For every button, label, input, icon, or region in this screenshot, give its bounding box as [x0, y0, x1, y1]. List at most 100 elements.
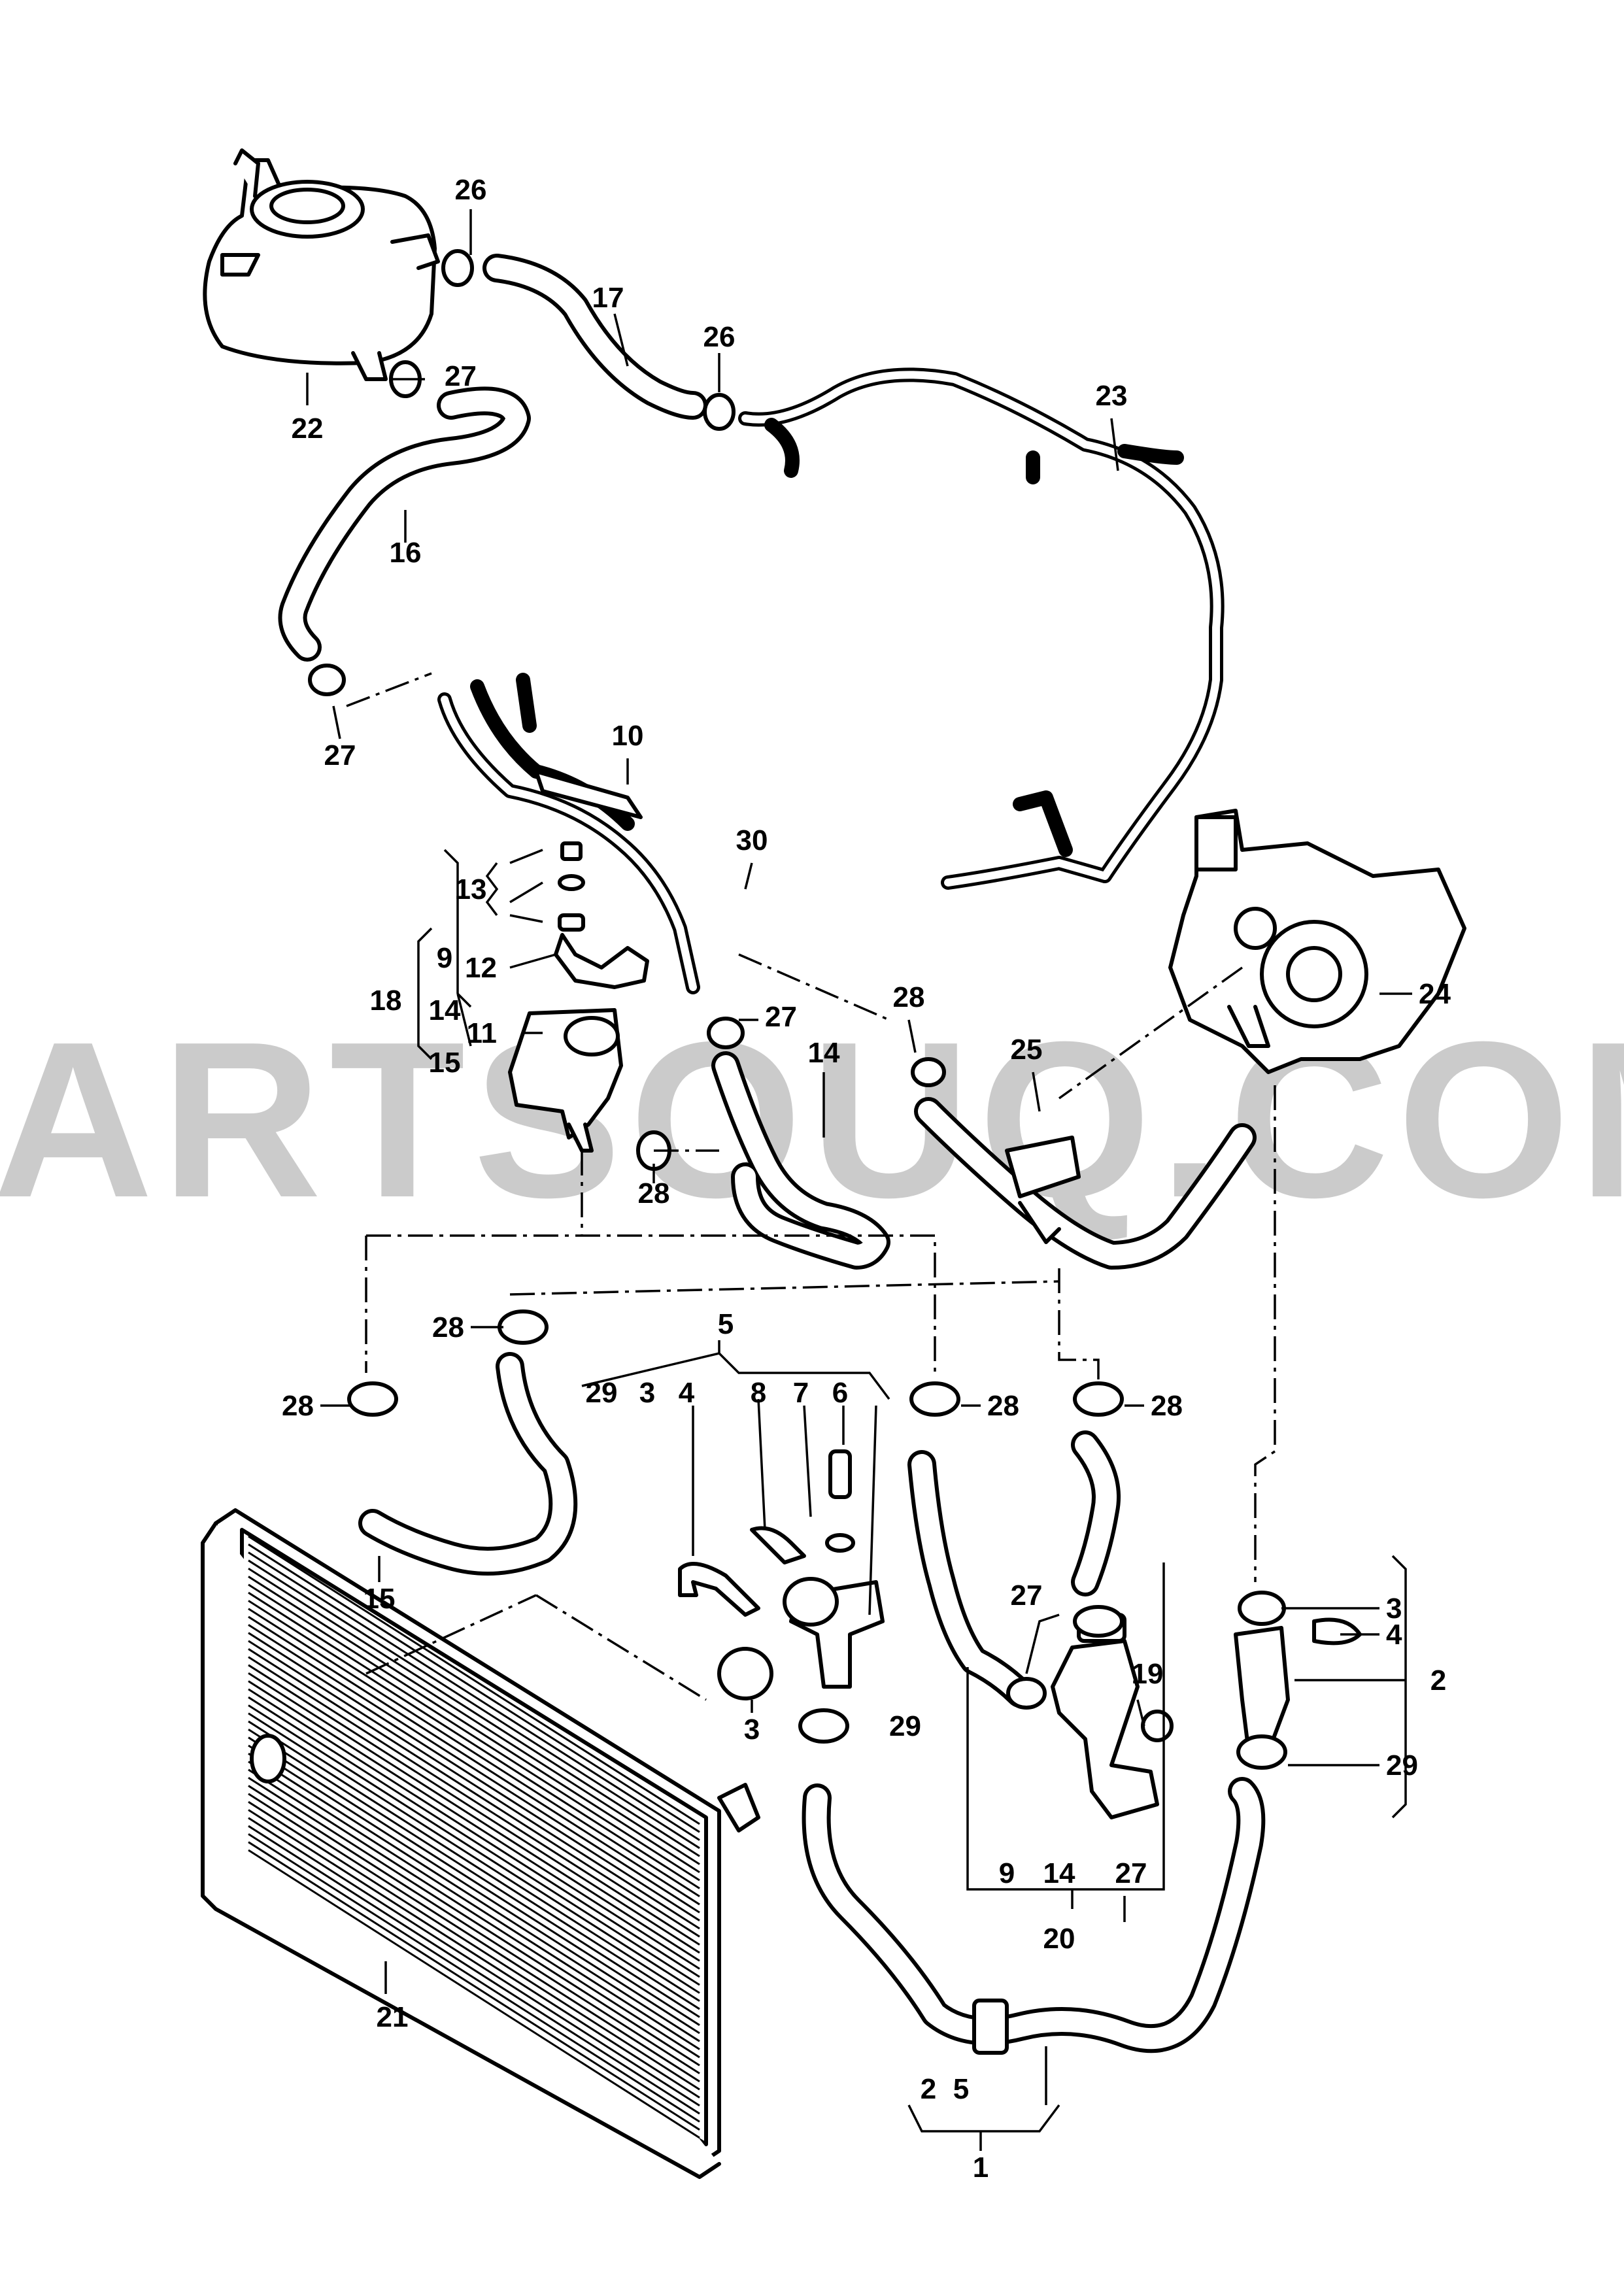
label-5[interactable]: 5 — [718, 1308, 734, 1340]
label-30[interactable]: 30 — [736, 824, 768, 856]
radiator-fin — [248, 1535, 700, 1825]
label-3[interactable]: 3 — [744, 1714, 760, 1746]
radiator-fin — [248, 1793, 700, 2083]
label-15[interactable]: 15 — [429, 1047, 461, 1079]
hose-9-14[interactable] — [907, 1450, 1034, 1708]
label-2[interactable]: 2 — [1430, 1664, 1446, 1697]
label-2[interactable]: 2 — [921, 2073, 936, 2105]
radiator-fin — [248, 1544, 700, 1833]
label-26[interactable]: 26 — [703, 321, 736, 353]
label-3[interactable]: 3 — [1386, 1593, 1402, 1625]
radiator-fin — [248, 1551, 700, 1841]
coolant-flange-24[interactable] — [1168, 809, 1466, 1074]
radiator-21[interactable] — [201, 1508, 760, 2179]
label-27[interactable]: 27 — [765, 1001, 797, 1033]
t-piece-connector[interactable] — [678, 1449, 885, 1700]
radiator-fin — [248, 1656, 700, 1946]
radiator-fin — [248, 1583, 700, 1874]
label-25[interactable]: 25 — [1011, 1034, 1043, 1066]
radiator-fin — [248, 1624, 700, 1914]
radiator-fin — [248, 1672, 700, 1962]
radiator-fin — [248, 1825, 700, 2115]
label-4[interactable]: 4 — [1386, 1619, 1402, 1651]
hose-1[interactable] — [802, 1777, 1266, 2055]
label-19[interactable]: 19 — [1132, 1658, 1164, 1690]
radiator-fin — [248, 1704, 700, 1994]
label-28[interactable]: 28 — [282, 1390, 314, 1422]
label-23[interactable]: 23 — [1096, 380, 1128, 412]
expansion-tank[interactable] — [203, 148, 440, 381]
label-4[interactable]: 4 — [679, 1377, 695, 1409]
label-16[interactable]: 16 — [390, 537, 422, 569]
hose-14[interactable] — [711, 1051, 890, 1270]
label-7[interactable]: 7 — [793, 1377, 809, 1409]
radiator-fin — [248, 1640, 700, 1930]
label-18[interactable]: 18 — [370, 985, 402, 1017]
connection-pipe-10[interactable] — [437, 673, 700, 994]
radiator-fin — [248, 1768, 700, 2059]
label-28[interactable]: 28 — [638, 1177, 670, 1209]
label-10[interactable]: 10 — [612, 720, 644, 752]
label-29[interactable]: 29 — [1386, 1749, 1418, 1781]
label-8[interactable]: 8 — [751, 1377, 766, 1409]
label-3[interactable]: 3 — [639, 1377, 655, 1409]
label-27[interactable]: 27 — [445, 360, 477, 392]
auxiliary-pump-11[interactable] — [508, 1008, 623, 1153]
label-14[interactable]: 14 — [429, 994, 461, 1026]
label-15[interactable]: 15 — [364, 1583, 396, 1615]
label-28[interactable]: 28 — [987, 1390, 1019, 1422]
radiator-fin — [248, 1664, 700, 1954]
label-17[interactable]: 17 — [592, 282, 624, 314]
label-27[interactable]: 27 — [324, 739, 356, 771]
label-22[interactable]: 22 — [292, 413, 324, 445]
label-12[interactable]: 12 — [465, 952, 497, 984]
radiator-fin — [248, 1809, 700, 2099]
radiator-fin — [248, 1849, 700, 2139]
radiator-fin — [248, 1576, 700, 1865]
label-1[interactable]: 1 — [973, 2152, 989, 2184]
label-14[interactable]: 14 — [1043, 1857, 1075, 1889]
label-26[interactable]: 26 — [455, 174, 487, 206]
radiator-fin — [248, 1608, 700, 1898]
hose-16[interactable] — [278, 386, 531, 662]
label-9[interactable]: 9 — [437, 942, 452, 974]
label-28[interactable]: 28 — [893, 981, 925, 1013]
bracket-12[interactable] — [554, 841, 649, 989]
label-20[interactable]: 20 — [1043, 1923, 1075, 1955]
radiator-fin — [248, 1817, 700, 2107]
radiator-fin — [248, 1736, 700, 2026]
callout-labels: 26 17 26 23 27 22 16 27 10 30 13 9 12 18… — [282, 174, 1451, 2184]
radiator-fin — [248, 1761, 700, 2050]
radiator-fin — [248, 1785, 700, 2074]
radiator-fin — [248, 1615, 700, 1906]
hose-27[interactable] — [1071, 1430, 1121, 1596]
label-29[interactable]: 29 — [586, 1377, 618, 1409]
label-29[interactable]: 29 — [889, 1710, 921, 1742]
connector-25[interactable] — [914, 1097, 1257, 1270]
label-21[interactable]: 21 — [377, 2001, 409, 2033]
hose-17[interactable] — [482, 254, 707, 420]
label-13[interactable]: 13 — [455, 873, 487, 905]
radiator-fin — [248, 1833, 700, 2123]
label-28[interactable]: 28 — [1151, 1390, 1183, 1422]
label-9[interactable]: 9 — [999, 1857, 1015, 1889]
label-24[interactable]: 24 — [1419, 978, 1451, 1010]
radiator-fin — [248, 1600, 700, 1889]
connector-2[interactable] — [1234, 1591, 1362, 1754]
label-11[interactable]: 11 — [466, 1017, 497, 1049]
radiator-fin — [248, 1680, 700, 1970]
pipe-23[interactable] — [738, 367, 1225, 890]
radiator-fin — [248, 1841, 700, 2131]
thermostat-20[interactable] — [1051, 1613, 1174, 1819]
label-27[interactable]: 27 — [1115, 1857, 1147, 1889]
hose-15[interactable] — [358, 1352, 578, 1576]
label-14[interactable]: 14 — [808, 1037, 840, 1069]
radiator-fin — [248, 1753, 700, 2042]
label-5[interactable]: 5 — [953, 2073, 969, 2105]
label-6[interactable]: 6 — [832, 1377, 848, 1409]
radiator-fin — [248, 1729, 700, 2018]
radiator-fin — [248, 1567, 700, 1857]
label-28[interactable]: 28 — [432, 1311, 464, 1343]
label-27[interactable]: 27 — [1011, 1579, 1043, 1612]
